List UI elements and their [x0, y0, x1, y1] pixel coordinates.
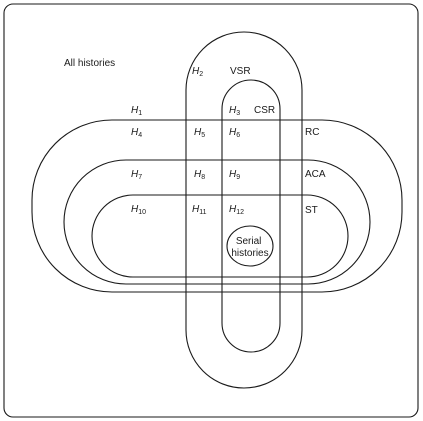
- region-h5-label: H5: [194, 127, 205, 139]
- rc-label: RC: [305, 127, 319, 138]
- all-histories-label: All histories: [64, 58, 115, 69]
- aca-region: [63, 159, 371, 285]
- region-h10-label: H10: [131, 204, 146, 216]
- region-h12-label: H12: [229, 204, 244, 216]
- csr-label: CSR: [254, 105, 275, 116]
- serial-histories-region: [226, 225, 274, 267]
- region-h2-label: H2: [192, 66, 203, 78]
- serial-line-1: Serial: [236, 236, 262, 247]
- vsr-region: [185, 31, 303, 389]
- region-h7-label: H7: [131, 169, 142, 181]
- st-region: [91, 194, 349, 278]
- region-h1-label: H1: [131, 105, 142, 117]
- region-h4-label: H4: [131, 127, 142, 139]
- region-h11-label: H11: [192, 204, 207, 216]
- csr-region: [221, 79, 281, 353]
- all-histories-box: [3, 3, 419, 418]
- serial-line-2: histories: [231, 248, 268, 259]
- region-h8-label: H8: [194, 169, 205, 181]
- region-h9-label: H9: [229, 169, 240, 181]
- serial-histories-label: Serial histories: [231, 236, 268, 259]
- region-h3-label: H3: [229, 105, 240, 117]
- region-h6-label: H6: [229, 127, 240, 139]
- vsr-label: VSR: [230, 66, 251, 77]
- aca-label: ACA: [305, 169, 326, 180]
- rc-region: [31, 119, 403, 293]
- st-label: ST: [305, 205, 318, 216]
